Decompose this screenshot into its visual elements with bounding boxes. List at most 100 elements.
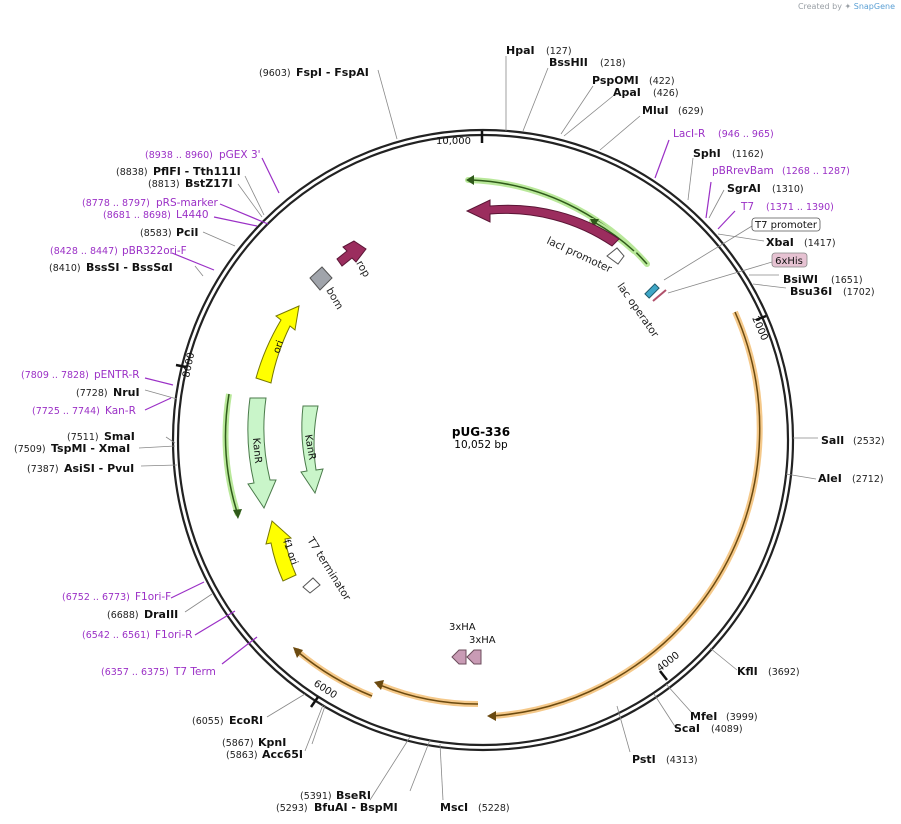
primer-pENTR-R-range: (7809 .. 7828) xyxy=(21,370,89,381)
site-bsiWI-pos: (1651) xyxy=(831,275,863,286)
site-pstI: PstI xyxy=(632,753,656,766)
site-smaI: SmaI xyxy=(104,430,135,443)
bom-label: bom xyxy=(323,286,345,312)
site-bsu36I-pos: (1702) xyxy=(843,287,875,298)
lacI-promoter-arc-arrowhead xyxy=(590,219,599,227)
kanR-outer-arrow xyxy=(247,397,277,510)
primer-lacI-R: LacI-R xyxy=(673,128,705,140)
site-pspOMI: PspOMI xyxy=(592,74,639,87)
site-acc65I: Acc65I xyxy=(262,748,303,761)
rop-arrow xyxy=(336,240,367,267)
primer-pBR322ori-F: pBR322ori-F xyxy=(122,245,187,257)
his-tag-label: 6xHis xyxy=(775,256,803,267)
site-bfuAI: BfuAI - BspMI xyxy=(314,801,398,814)
site-pflFI-pos: (8838) xyxy=(116,167,148,178)
orange-arc-bottom-highlight xyxy=(376,681,479,708)
site-bssHII-pos: (218) xyxy=(600,58,626,69)
primer-Kan-R: Kan-R xyxy=(105,405,136,417)
site-mfeI-pos: (3999) xyxy=(726,712,758,723)
site-apaI: ApaI xyxy=(613,86,641,99)
t7-promoter-marker xyxy=(652,289,667,302)
site-bssHII: BssHII xyxy=(549,56,588,69)
his-tag-leader xyxy=(667,261,773,294)
site-sgrAI: SgrAI xyxy=(727,182,761,195)
kanR-inner-label: KanR xyxy=(302,434,317,461)
primer-F1ori-R: F1ori-R xyxy=(155,629,192,641)
site-mscI: MscI xyxy=(440,801,468,814)
t7-promoter-leader xyxy=(663,225,753,281)
t7-promoter-label: T7 promoter xyxy=(754,220,818,231)
site-pflFI: PflFI - Tth111I xyxy=(153,165,241,178)
primer-pENTR-R: pENTR-R xyxy=(94,369,140,381)
primer-leader-lines xyxy=(144,139,736,665)
site-sgrAI-pos: (1310) xyxy=(772,184,804,195)
primer-pBRrevBam: pBRrevBam xyxy=(712,165,774,177)
primer-pGEX3-range: (8938 .. 8960) xyxy=(145,150,213,161)
kanR-green-arc-highlight xyxy=(222,393,241,516)
tick-label-8000: 8000 xyxy=(181,351,197,378)
backbone-outer-ring xyxy=(171,128,795,752)
lacI-label: lacI xyxy=(539,218,560,235)
site-pciI: PciI xyxy=(176,226,198,239)
ha-inner-label: 3xHA xyxy=(469,635,496,646)
tick-4000 xyxy=(659,670,668,681)
orange-arc-bottom-arrowhead xyxy=(374,680,384,690)
site-pstI-pos: (4313) xyxy=(666,755,698,766)
site-leader-lines xyxy=(138,56,818,801)
site-salI: SalI xyxy=(821,434,844,447)
primer-T7-Term: T7 Term xyxy=(173,666,216,678)
primer-lacI-R-range: (946 .. 965) xyxy=(718,129,774,140)
primer-T7-Term-range: (6357 .. 6375) xyxy=(101,667,169,678)
site-salI-pos: (2532) xyxy=(853,436,885,447)
site-ecoRI: EcoRI xyxy=(229,714,263,727)
credit-prefix: Created by xyxy=(797,2,842,11)
ori-label: ori xyxy=(271,339,286,355)
site-kpnI-pos: (5867) xyxy=(222,738,254,749)
t7-terminator-arrow xyxy=(302,577,321,594)
lacI-promoter-arrow xyxy=(606,247,625,265)
kanR-green-arc-arrowhead xyxy=(233,509,242,519)
ori-arrow xyxy=(255,305,300,384)
his-tag-box xyxy=(771,252,808,268)
ha-arrow-2 xyxy=(466,649,482,665)
primer-pRS-marker-range: (8778 .. 8797) xyxy=(82,198,150,209)
site-scaI: ScaI xyxy=(674,722,700,735)
credit-brand: SnapGene xyxy=(853,2,895,11)
lacI-outer-arc-arrowhead xyxy=(466,175,474,185)
ticks-group: 10,000 2000 4000 6000 8000 xyxy=(175,131,770,708)
snapgene-logo-icon: ✦ xyxy=(844,2,852,11)
site-hpaI: HpaI xyxy=(506,44,535,57)
orange-arc-right-arrowhead xyxy=(487,711,496,721)
t7-terminator-label: T7 terminator xyxy=(304,534,353,603)
site-bstZ17I: BstZ17I xyxy=(185,177,233,190)
primer-T7: T7 xyxy=(740,201,754,213)
site-nruI: NruI xyxy=(113,386,140,399)
primer-L4440: L4440 xyxy=(176,209,209,221)
primer-pRS-marker: pRS-marker xyxy=(156,197,219,209)
site-mluI: MluI xyxy=(642,104,669,117)
t7-promoter-box xyxy=(751,217,821,232)
site-sphI: SphI xyxy=(693,147,721,160)
primer-Kan-R-range: (7725 .. 7744) xyxy=(32,406,100,417)
site-bseRI: BseRI xyxy=(336,789,371,802)
lac-operator-box xyxy=(644,283,660,299)
plasmid-name: pUG-336 xyxy=(452,425,510,439)
orange-arc-lowerleft-arrowhead xyxy=(293,647,303,658)
tick-label-4000: 4000 xyxy=(655,650,682,674)
site-smaI-pos: (7511) xyxy=(67,432,99,443)
site-xbaI-pos: (1417) xyxy=(804,238,836,249)
primer-F1ori-F-range: (6752 .. 6773) xyxy=(62,592,130,603)
site-bseRI-pos: (5391) xyxy=(300,791,332,802)
tick-2000 xyxy=(755,314,767,322)
tick-8000 xyxy=(175,363,187,369)
site-fspI-pos: (9603) xyxy=(259,68,291,79)
site-pciI-pos: (8583) xyxy=(140,228,172,239)
site-mluI-pos: (629) xyxy=(678,106,704,117)
plasmid-size: 10,052 bp xyxy=(454,439,508,451)
site-tspMI: TspMI - XmaI xyxy=(51,442,130,455)
site-kpnI: KpnI xyxy=(258,736,286,749)
site-nruI-pos: (7728) xyxy=(76,388,108,399)
site-fspI: FspI - FspAI xyxy=(296,66,369,79)
primer-F1ori-F: F1ori-F xyxy=(135,591,171,603)
